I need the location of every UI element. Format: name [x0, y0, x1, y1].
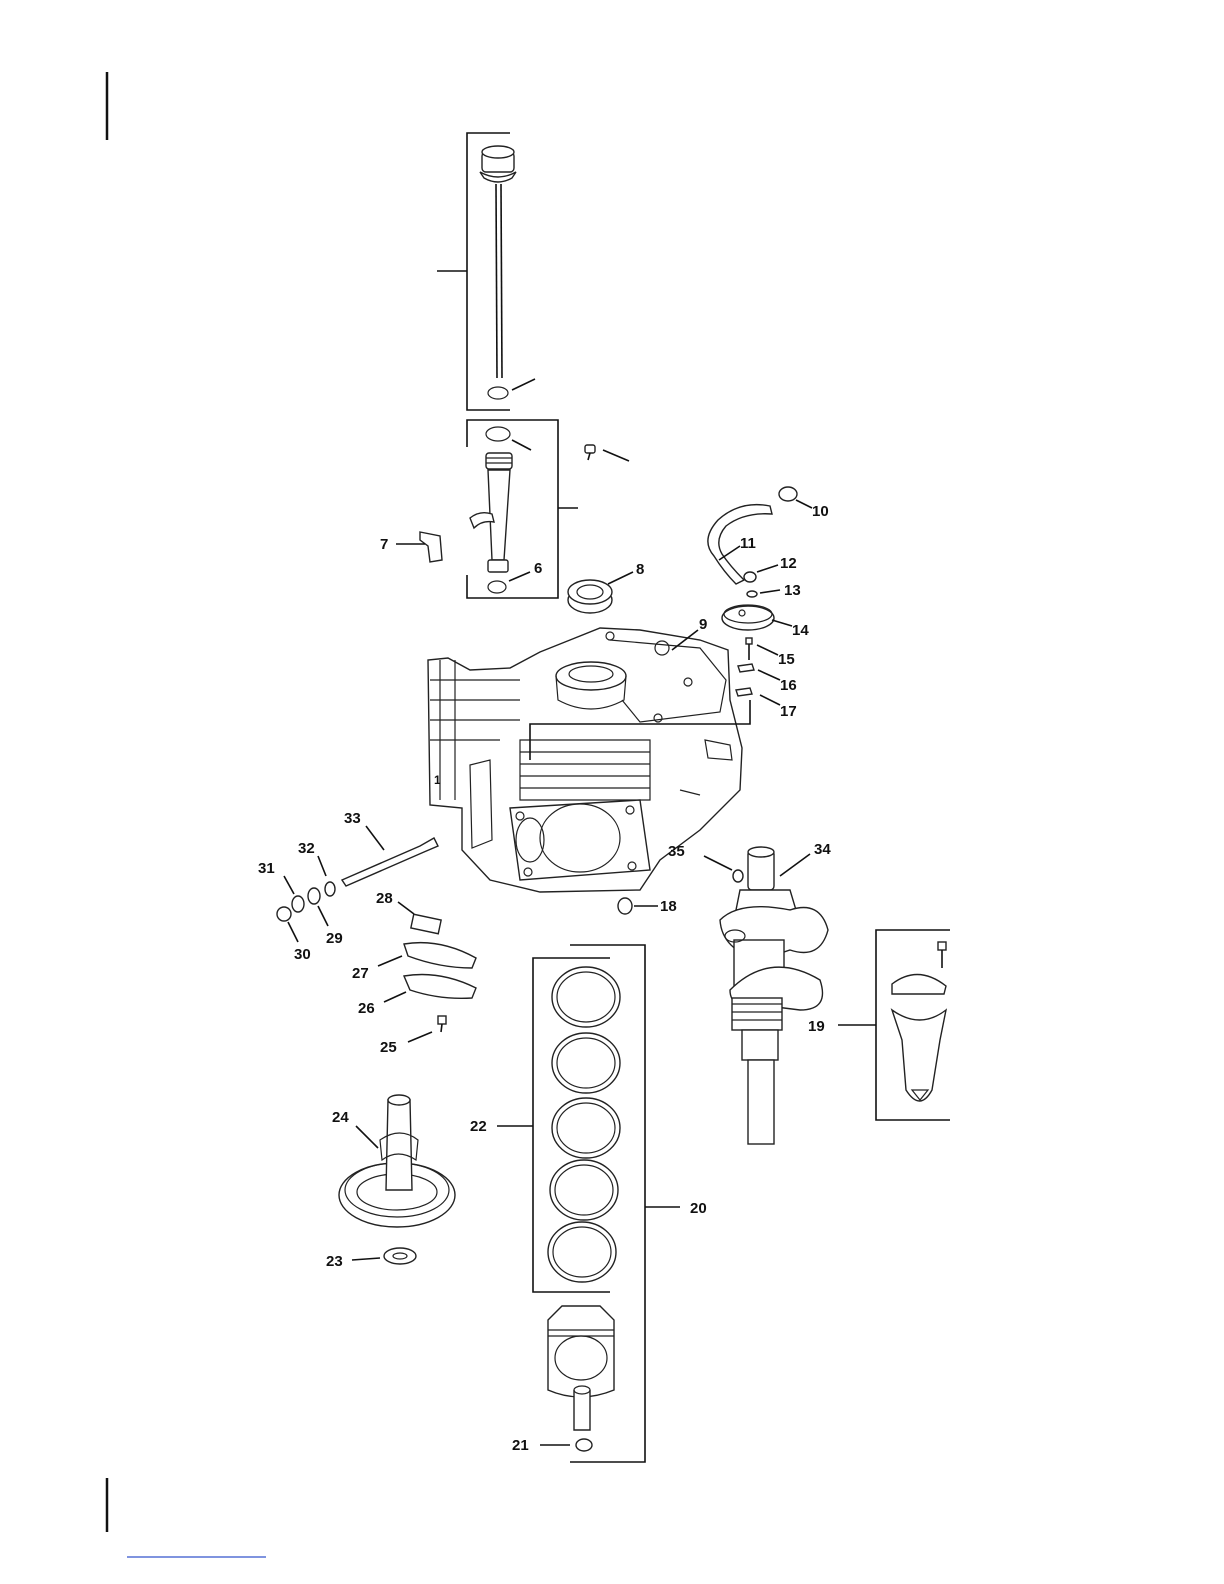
callout-13: 13 — [784, 582, 801, 599]
callout-12: 12 — [780, 555, 797, 572]
part-8-oil-seal: 8 — [568, 561, 644, 613]
callout-8: 8 — [636, 561, 644, 578]
callout-32: 32 — [298, 840, 315, 857]
callout-30: 30 — [294, 946, 311, 963]
dipstick-tube-assembly: 6 — [467, 420, 578, 598]
piston-assembly: 20 22 21 — [470, 945, 707, 1462]
callout-6: 6 — [534, 560, 542, 577]
callout-22: 22 — [470, 1118, 487, 1135]
part-7-bracket: 7 — [380, 532, 442, 562]
callout-29: 29 — [326, 930, 343, 947]
callout-28: 28 — [376, 890, 393, 907]
callout-34: 34 — [814, 841, 831, 858]
callout-1: 1 — [434, 773, 441, 787]
callout-23: 23 — [326, 1253, 343, 1270]
callout-15: 15 — [778, 651, 795, 668]
callout-19: 19 — [808, 1018, 825, 1035]
callout-20: 20 — [690, 1200, 707, 1217]
callout-18: 18 — [660, 898, 677, 915]
callout-7: 7 — [380, 536, 388, 553]
callout-33: 33 — [344, 810, 361, 827]
callout-35: 35 — [668, 843, 685, 860]
callout-11: 11 — [740, 535, 756, 552]
part-18-dowel: 18 — [618, 898, 677, 915]
camshaft: 24 23 — [326, 1095, 455, 1270]
connecting-rod-assembly: 19 — [808, 930, 950, 1120]
governor-parts: 28 27 26 25 — [352, 890, 476, 1056]
callout-14: 14 — [792, 622, 809, 639]
callout-26: 26 — [358, 1000, 375, 1017]
governor-shaft: 33 32 29 31 30 — [258, 810, 438, 963]
crankshaft: 34 35 — [668, 841, 831, 1144]
callout-27: 27 — [352, 965, 369, 982]
dipstick-assembly — [437, 133, 535, 410]
crankcase-block: 1 — [428, 628, 742, 892]
callout-17: 17 — [780, 703, 797, 720]
screw-part — [585, 445, 629, 461]
callout-16: 16 — [780, 677, 797, 694]
callout-25: 25 — [380, 1039, 397, 1056]
callout-10: 10 — [812, 503, 829, 520]
callout-31: 31 — [258, 860, 275, 877]
callout-9: 9 — [699, 616, 707, 633]
callout-21: 21 — [512, 1437, 529, 1454]
callout-24: 24 — [332, 1109, 349, 1126]
